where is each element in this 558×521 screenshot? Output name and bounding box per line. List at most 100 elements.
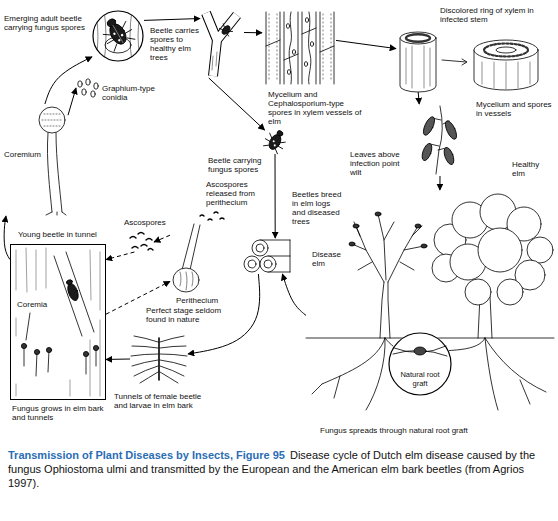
- elm-trees-picture: [415, 224, 421, 228]
- cycle-arrow: [106, 252, 134, 260]
- infected-stem-picture: [406, 46, 430, 88]
- elm-logs-picture: [252, 240, 268, 256]
- cycle-arrow: [336, 40, 396, 48]
- twig-picture: [219, 24, 232, 36]
- bark-gallery-picture: [16, 248, 100, 396]
- xylem-vessel-picture: [289, 12, 311, 84]
- xylem-vessel-picture: [286, 24, 289, 29]
- wilting-leaves-picture: [421, 115, 437, 137]
- stage-label: Healthy elm: [512, 160, 554, 178]
- ascospores-picture: [130, 233, 153, 251]
- stage-label: Mycelium and spores in vessels: [476, 100, 554, 118]
- bark-gallery-picture: [24, 346, 96, 376]
- coremium-picture: [39, 107, 65, 133]
- circle-outline: [92, 10, 144, 62]
- stage-label: Disease elm: [312, 250, 352, 268]
- cycle-arrows: [4, 19, 440, 360]
- bark-gallery-picture: [64, 279, 80, 302]
- coremium-picture: [46, 133, 66, 215]
- twig-picture: [220, 24, 231, 36]
- emerging-beetle-picture: [120, 33, 123, 36]
- twig-picture: [218, 22, 234, 37]
- xylem-vessel-picture: [287, 70, 290, 75]
- twig-picture: [212, 52, 217, 70]
- bark-gallery-picture: [83, 351, 88, 356]
- elm-logs-picture: [256, 244, 264, 252]
- small-beetle-picture: [262, 133, 286, 155]
- elm-trees: Disease elmHealthy elmFungus spreads thr…: [306, 190, 554, 418]
- stage-label: Leaves above infection point wilt: [350, 150, 410, 177]
- elm-logs-picture: [244, 240, 290, 272]
- cycle-arrow: [106, 359, 130, 360]
- stage-label: Perithecium: [176, 296, 218, 305]
- beetle-stage: Beetle carrying fungus spores: [262, 130, 288, 154]
- stage-label: Graphium-type conidia: [102, 84, 156, 102]
- stage-label: Beetles breed in elm logs and diseased t…: [292, 190, 342, 226]
- elm-trees-picture: [353, 224, 359, 228]
- ascospores-picture: [130, 233, 153, 251]
- elm-trees-picture: [375, 212, 381, 216]
- stage-label: Fungus spreads through natural root graf…: [320, 426, 540, 435]
- infected-stem-picture: [442, 59, 467, 65]
- emerging-beetle-picture: [113, 32, 116, 35]
- log-stage: Beetles breed in elm logs and diseased t…: [244, 238, 292, 274]
- stage-label: Ascospores released from perithecium: [206, 180, 264, 207]
- infected-stem-picture: [484, 44, 528, 57]
- stage-label: Mycelium and Cephalosporium-type spores …: [268, 90, 364, 126]
- stage-label: Beetle carrying fungus spores: [208, 156, 268, 174]
- emerging-beetle-picture: [96, 10, 140, 62]
- elm-trees-picture: [414, 347, 426, 355]
- perithecium-picture: [182, 224, 200, 270]
- elm-trees-picture: [497, 279, 523, 305]
- conidia-picture: [78, 79, 98, 97]
- emerging-beetle-picture: [106, 17, 117, 28]
- xylem-vessel-picture: [269, 14, 331, 82]
- coremium-picture: [39, 107, 66, 215]
- bark-box: Young beetle in tunnelCoremiaFungus grow…: [10, 244, 106, 400]
- bark-gallery-picture: [46, 347, 51, 352]
- infected-stem-picture: [400, 32, 538, 92]
- cycle-arrow: [209, 78, 265, 130]
- tunnel-gallery-picture: [131, 336, 187, 383]
- emerging-beetle-picture: [118, 39, 121, 42]
- conidia-stage: Graphium-type conidia: [76, 78, 100, 98]
- stage-label: Coremia: [16, 300, 48, 309]
- bark-gallery-picture: [66, 279, 73, 285]
- elm-trees-picture: [527, 237, 553, 263]
- infected-stem-picture: [400, 38, 436, 92]
- infected-stem-picture: [496, 47, 516, 53]
- stage-label: Beetle carries spores to healthy elm tre…: [150, 26, 200, 62]
- bark-gallery-picture: [34, 349, 39, 354]
- elm-trees-picture: [478, 228, 522, 272]
- stage-label: Discolored ring of xylem in infected ste…: [440, 6, 554, 24]
- perithecium-picture: [173, 268, 199, 292]
- bark-gallery-picture: [54, 252, 94, 336]
- stage-label: Perfect stage seldom found in nature: [146, 306, 242, 324]
- stem-stage: Discolored ring of xylem in infected ste…: [396, 30, 544, 92]
- tunnel-gallery-picture: [160, 336, 187, 383]
- cycle-arrow: [68, 88, 76, 115]
- small-beetle-picture: [262, 126, 290, 155]
- emerging-beetle-circle: Emerging adult beetle carrying fungus sp…: [92, 10, 144, 62]
- wilting-leaves-picture: [443, 119, 459, 141]
- emerging-beetle-picture: [98, 13, 137, 53]
- root-graft-inset: Natural root graft: [388, 332, 452, 396]
- xylem-vessel-picture: [305, 18, 308, 23]
- stage-label: Coremium: [4, 150, 41, 159]
- coremium-stage: Coremium: [2, 104, 68, 216]
- elm-logs-picture: [260, 256, 276, 272]
- conidia-picture: [91, 91, 95, 97]
- bark-gallery-picture: [16, 248, 100, 396]
- illustration-lines: [16, 10, 554, 410]
- infected-stem-picture: [400, 32, 436, 44]
- circle-outline: [93, 11, 143, 61]
- coremium-picture: [42, 114, 62, 126]
- tunnel-stage: Tunnels of female beetle and larvae in e…: [130, 334, 188, 384]
- xylem-vessel-picture: [266, 12, 334, 84]
- wilting-leaves-picture: [436, 106, 442, 174]
- conidia-picture: [86, 79, 90, 85]
- wilt-stage: Leaves above infection point wilt: [414, 104, 466, 176]
- cycle-arrow: [275, 154, 276, 238]
